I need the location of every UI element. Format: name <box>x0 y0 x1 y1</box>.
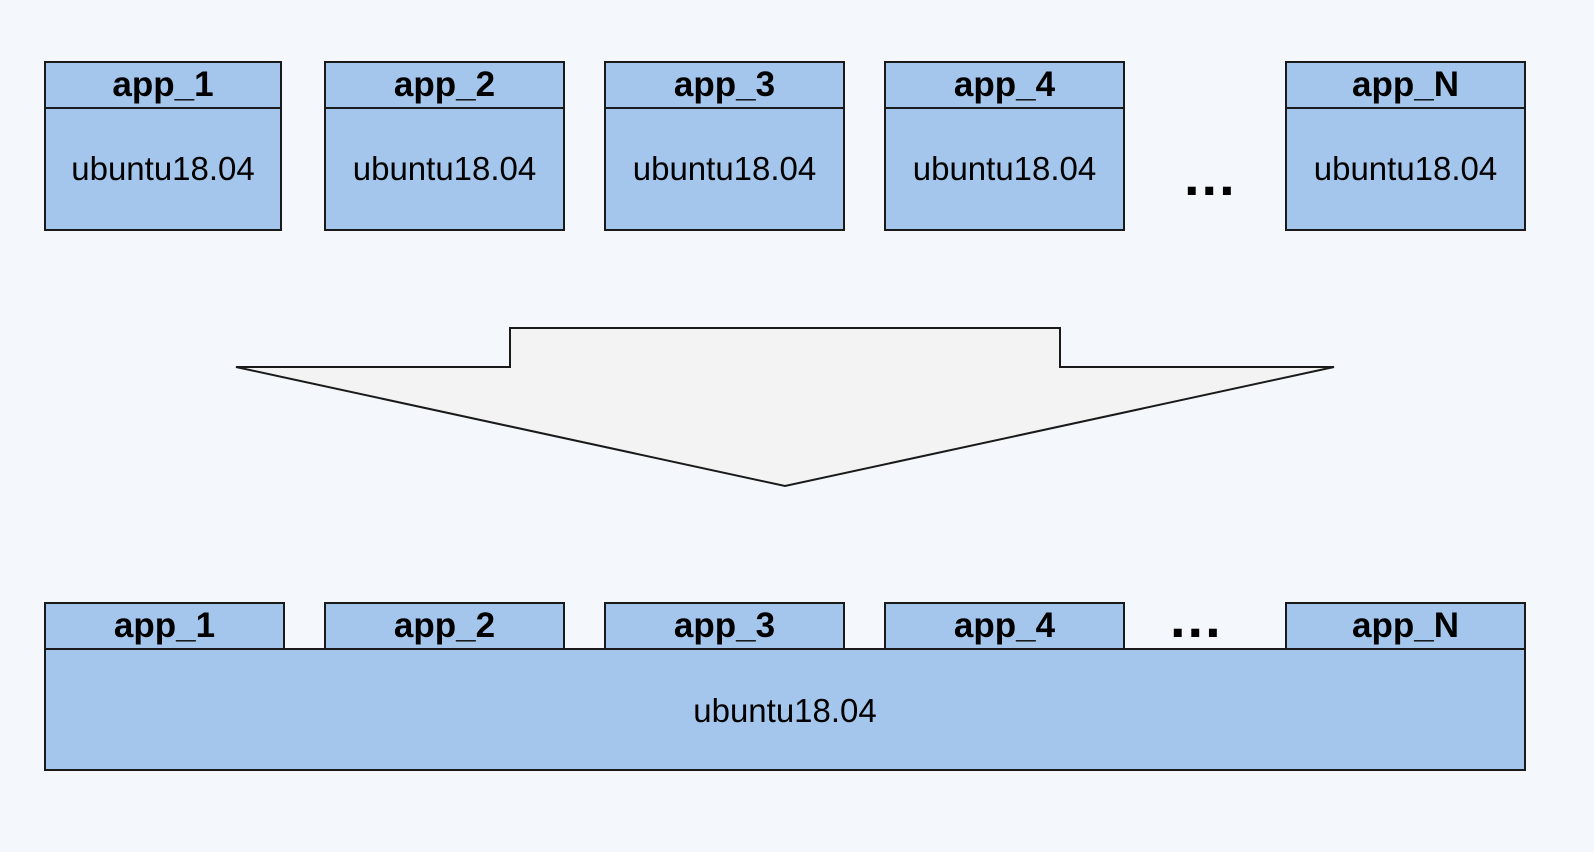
top-app-n-os-label: ubuntu18.04 <box>1313 150 1498 187</box>
bottom-app-2-header: app_2 <box>324 602 565 650</box>
top-app-4-os-label: ubuntu18.04 <box>912 150 1097 187</box>
bottom-app-n-header: app_N <box>1285 602 1526 650</box>
bottom-app-1-header: app_1 <box>44 602 285 650</box>
top-ellipsis: ... <box>1184 144 1237 207</box>
top-app-2-header: app_2 <box>324 61 565 109</box>
top-app-3-os-label: ubuntu18.04 <box>632 150 817 187</box>
top-app-1-os-label: ubuntu18.04 <box>71 150 255 187</box>
top-app-1-header: app_1 <box>44 61 282 109</box>
shared-os-label: ubuntu18.04 <box>693 691 877 729</box>
top-app-2-os-box <box>324 105 565 231</box>
bottom-ellipsis: ... <box>1170 586 1223 649</box>
top-app-4-os-box <box>884 105 1125 231</box>
bottom-app-4-header: app_4 <box>884 602 1125 650</box>
top-app-3-header: app_3 <box>604 61 845 109</box>
top-app-2-os-label: ubuntu18.04 <box>352 150 537 187</box>
top-app-n-header: app_N <box>1285 61 1526 109</box>
top-app-4-header: app_4 <box>884 61 1125 109</box>
shared-os-box <box>44 648 1526 771</box>
bottom-app-3-header: app_3 <box>604 602 845 650</box>
